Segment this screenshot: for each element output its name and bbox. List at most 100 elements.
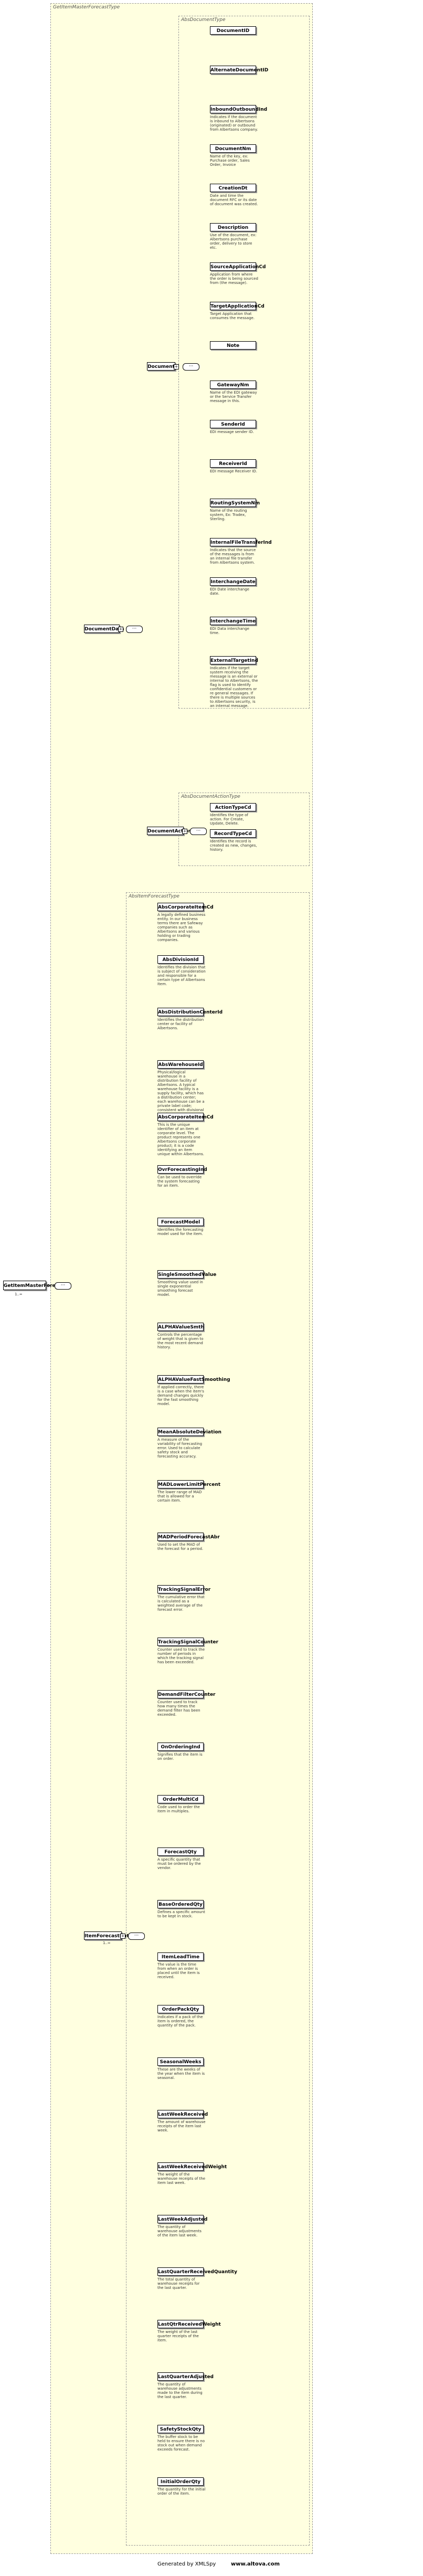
- element-description: EDI message sender ID.: [210, 430, 254, 434]
- schema-element[interactable]: AbsCorporateItemCd: [157, 903, 214, 911]
- expand-icon[interactable]: +: [120, 1934, 125, 1939]
- element-description: Use of the document, ex: Albertsons purc…: [210, 233, 257, 250]
- item-forecast-cardinality: 1..∞: [103, 1941, 111, 1945]
- root-sequence-compositor: ···: [55, 1282, 71, 1290]
- schema-element[interactable]: CreationDt: [210, 184, 256, 192]
- schema-element[interactable]: ItemLeadTime: [157, 1952, 204, 1961]
- schema-element[interactable]: OnOrderingInd: [157, 1743, 204, 1751]
- element-description: The buffer stock to be held to ensure th…: [157, 2435, 205, 2452]
- schema-element[interactable]: DocumentNm: [210, 144, 256, 153]
- element-description: Name of the routing system, Ex: Tradex, …: [210, 509, 247, 521]
- element-description: Defines a specific amount to be kept in …: [157, 1910, 205, 1918]
- element-description: A specific quantity that must be ordered…: [157, 1857, 201, 1870]
- schema-element[interactable]: BaseOrderedQty: [157, 1900, 204, 1908]
- schema-element[interactable]: LastWeekReceivedWeight: [157, 2162, 227, 2171]
- schema-element[interactable]: TrackingSignalCounter: [157, 1638, 218, 1646]
- element-description: Counter used to track how many times the…: [157, 1700, 200, 1717]
- schema-element[interactable]: LastQtrReceivedWeight: [157, 2320, 221, 2328]
- schema-element[interactable]: InternalFileTransferInd: [210, 538, 272, 546]
- schema-element[interactable]: InterchangeDate: [210, 577, 256, 586]
- schema-element[interactable]: LastWeekReceived: [157, 2110, 208, 2118]
- schema-element[interactable]: SafetyStockQty: [157, 2425, 204, 2433]
- footer-url[interactable]: www.altova.com: [231, 2561, 280, 2567]
- schema-element[interactable]: SourceApplicationCd: [210, 262, 266, 271]
- expand-icon[interactable]: +: [118, 627, 123, 632]
- schema-element[interactable]: MADPeriodForecastAbr: [157, 1533, 220, 1541]
- schema-element[interactable]: ExternalTargetInd: [210, 656, 258, 664]
- document-action-element[interactable]: DocumentAction +: [147, 827, 192, 835]
- schema-element[interactable]: SeasonalWeeks: [157, 2057, 204, 2066]
- element-description: The lower range of MAD that is allowed f…: [157, 1490, 202, 1503]
- schema-element[interactable]: AbsDivisionId: [157, 955, 204, 964]
- schema-element[interactable]: ALPHAValueFastSmoothing: [157, 1375, 230, 1384]
- schema-element[interactable]: GatewayNm: [210, 381, 256, 389]
- schema-element[interactable]: OvrForecastingInd: [157, 1165, 207, 1174]
- abs-document-type-zone: AbsDocumentType: [178, 16, 310, 709]
- element-description: The weight of the last quarter receipts …: [157, 2330, 199, 2342]
- element-description: Controls the percentage of weight that i…: [157, 1333, 204, 1349]
- element-description: Counter used to track the number of peri…: [157, 1648, 205, 1664]
- element-description: This is the unique identifier of an item…: [157, 1123, 205, 1156]
- root-element[interactable]: GetItemMasterForecast: [3, 1281, 67, 1290]
- abs-item-forecast-type-zone: AbsItemForecastType: [126, 892, 310, 2546]
- element-description: Indicates if the document is inbound to …: [210, 115, 258, 132]
- schema-element[interactable]: MADLowerLimitPercent: [157, 1480, 220, 1488]
- schema-element[interactable]: AbsDistributionCenterId: [157, 1008, 223, 1016]
- element-description: The weight of the warehouse receipts of …: [157, 2172, 206, 2185]
- schema-element[interactable]: SenderId: [210, 420, 256, 428]
- element-description: Target Application that consumes the mes…: [210, 312, 255, 320]
- schema-element[interactable]: ForecastModel: [157, 1218, 204, 1226]
- document-action-sequence: ···: [190, 828, 207, 835]
- document-data-element[interactable]: DocumentData +: [84, 625, 124, 633]
- element-description: Identifies the type of action. For Creat…: [210, 813, 248, 826]
- element-description: Code used to order the item in multiples…: [157, 1805, 200, 1813]
- footer-generated-by: Generated by XMLSpy: [157, 2561, 216, 2567]
- element-description: Indicates if a pack of the item is order…: [157, 2015, 203, 2028]
- schema-element[interactable]: DocumentID: [210, 26, 256, 35]
- element-description: Application from where the order is bein…: [210, 272, 258, 285]
- schema-element[interactable]: DemandFilterCounter: [157, 1690, 216, 1698]
- schema-element[interactable]: LastWeekAdjusted: [157, 2215, 207, 2223]
- schema-element[interactable]: LastQuarterReceivedQuantity: [157, 2267, 237, 2276]
- schema-element[interactable]: ReceiverId: [210, 459, 256, 468]
- schema-element[interactable]: AbsCorporateItemCd: [157, 1113, 214, 1121]
- item-forecast-data-element[interactable]: ItemForecastData +: [84, 1931, 132, 1940]
- schema-element[interactable]: InterchangeTime: [210, 617, 256, 625]
- schema-element[interactable]: AlternateDocumentID: [210, 66, 268, 74]
- schema-element[interactable]: LastQuarterAdjusted: [157, 2372, 214, 2381]
- schema-element[interactable]: InitialOrderQty: [157, 2477, 204, 2486]
- schema-element[interactable]: OrderPackQty: [157, 2005, 204, 2013]
- schema-element[interactable]: ALPHAValueSmth: [157, 1323, 204, 1331]
- element-description: Smoothing value used in single exponenti…: [157, 1280, 203, 1297]
- element-description: Identifies the record is created as new,…: [210, 839, 257, 852]
- expand-icon[interactable]: +: [174, 364, 179, 369]
- root-label: GetItemMasterForecast: [4, 1283, 67, 1289]
- schema-element[interactable]: TargetApplicationCd: [210, 302, 265, 310]
- element-description: The quantity of warehouse adjustments ma…: [157, 2382, 203, 2399]
- element-description: If applied correctly, there is a case wh…: [157, 1385, 204, 1406]
- element-description: Indicates if the target system receiving…: [210, 666, 258, 708]
- abs-document-type-label: AbsDocumentType: [181, 17, 226, 23]
- schema-element[interactable]: InboundOutboundInd: [210, 105, 267, 113]
- element-description: Date and time the document RFC or its da…: [210, 194, 258, 206]
- abs-item-forecast-type-label: AbsItemForecastType: [129, 894, 179, 899]
- document-element[interactable]: Document +: [147, 362, 179, 371]
- schema-element[interactable]: ActionTypeCd: [210, 803, 256, 811]
- schema-element[interactable]: ForecastQty: [157, 1847, 204, 1856]
- schema-element[interactable]: MeanAbsoluteDeviation: [157, 1428, 221, 1436]
- schema-element[interactable]: TrackingSignalError: [157, 1585, 210, 1593]
- schema-element[interactable]: RecordTypeCd: [210, 829, 256, 838]
- expand-icon[interactable]: +: [182, 829, 187, 834]
- schema-element[interactable]: AbsWarehouseId: [157, 1060, 204, 1069]
- element-description: The total quantity of warehouse receipts…: [157, 2277, 200, 2290]
- schema-element[interactable]: Description: [210, 223, 256, 231]
- element-description: The value is the time from when an order…: [157, 1962, 200, 1979]
- element-description: Indicates that the source of the message…: [210, 548, 256, 565]
- schema-element[interactable]: SingleSmoothedValue: [157, 1270, 216, 1279]
- schema-element[interactable]: OrderMultiCd: [157, 1795, 204, 1803]
- element-description: The quantity for the initial order of th…: [157, 2487, 206, 2496]
- document-data-sequence: ···: [126, 626, 143, 633]
- element-description: A measure of the variability of forecast…: [157, 1438, 203, 1459]
- schema-element[interactable]: RoutingSystemNm: [210, 499, 260, 507]
- schema-element[interactable]: Note: [210, 341, 256, 350]
